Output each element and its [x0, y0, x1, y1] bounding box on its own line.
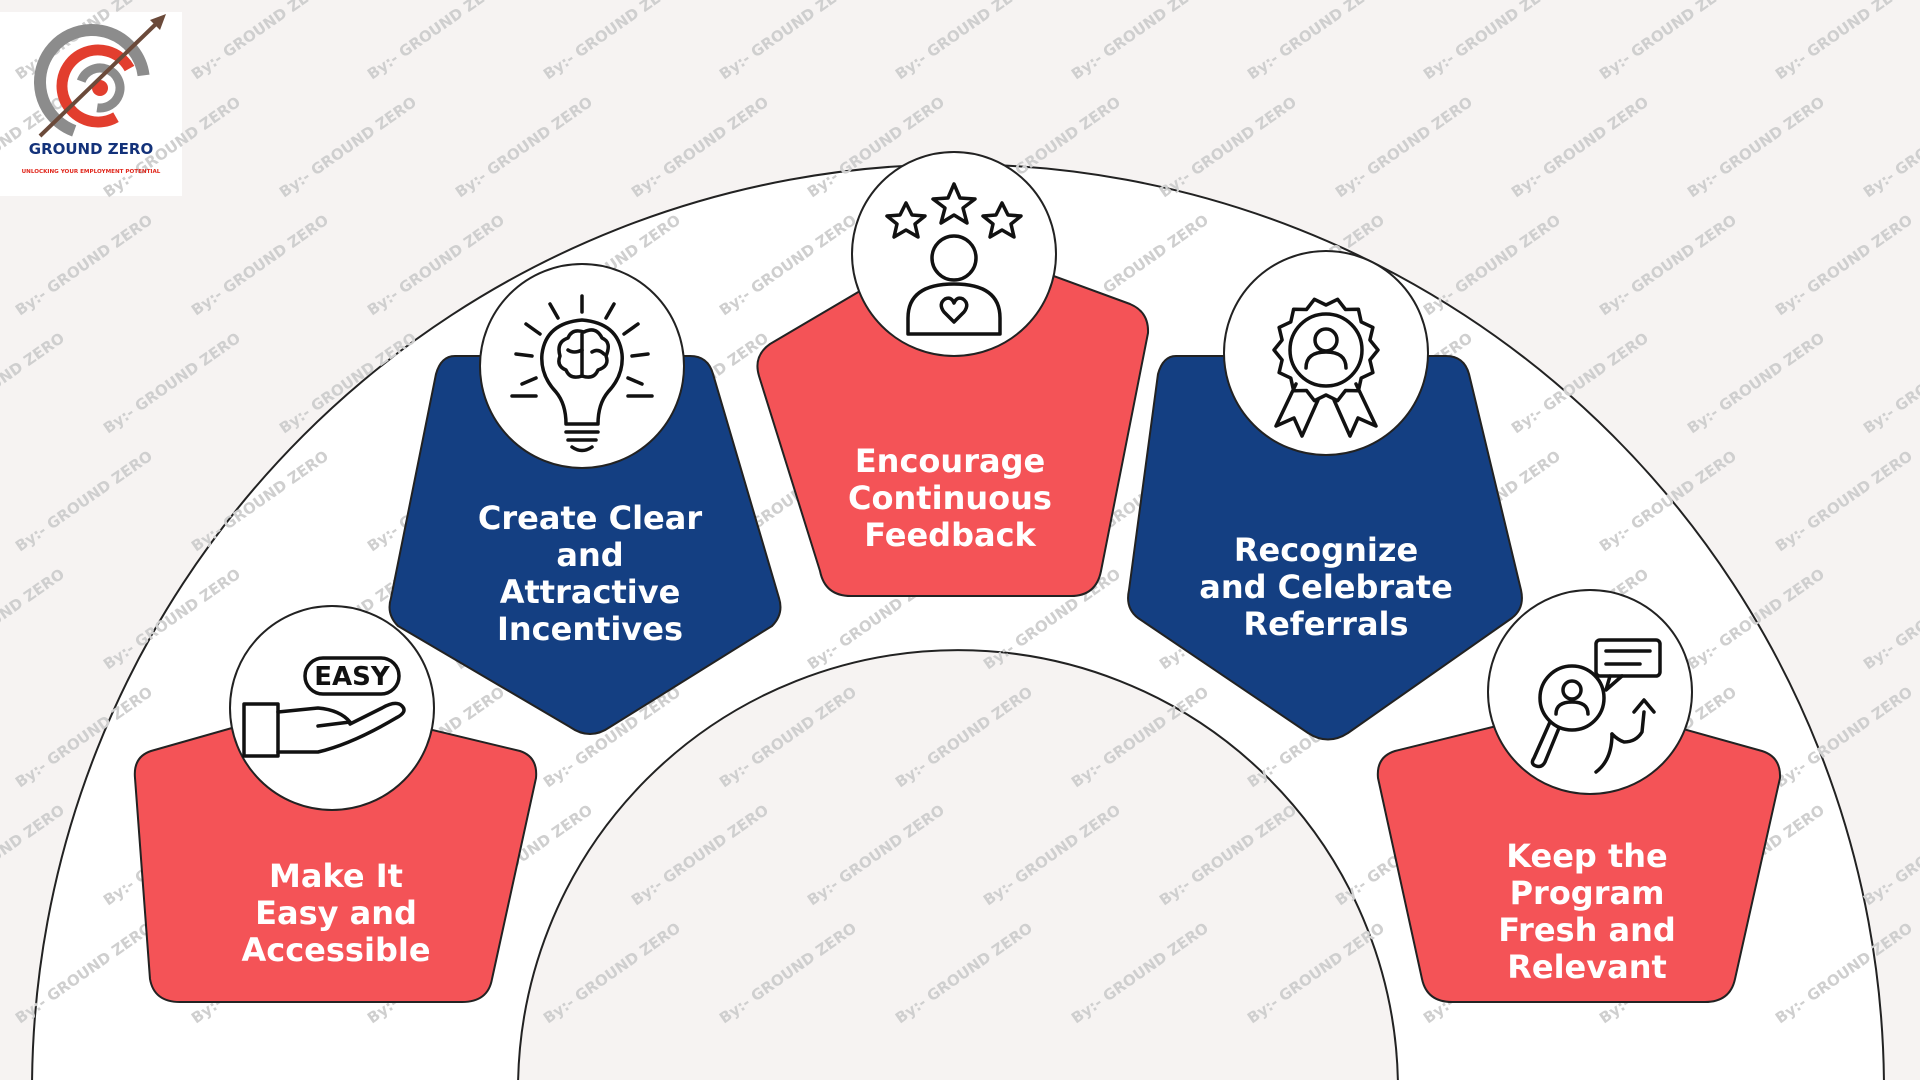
step-shape-5 — [1376, 702, 1782, 1003]
watermark-text: By:- GROUND ZERO — [100, 329, 244, 437]
watermark-text: By:- GROUND ZERO — [452, 93, 596, 201]
svg-text:EASY: EASY — [314, 662, 391, 692]
watermark-text: By:- GROUND ZERO — [1860, 93, 1920, 201]
step-shape-1 — [133, 702, 538, 1003]
watermark-text: By:- GROUND ZERO — [1244, 0, 1388, 83]
watermark-text: By:- GROUND ZERO — [0, 329, 68, 437]
watermark-text: By:- GROUND ZERO — [1508, 93, 1652, 201]
watermark-text: By:- GROUND ZERO — [716, 0, 860, 83]
watermark-text: By:- GROUND ZERO — [1772, 447, 1916, 555]
watermark-text: By:- GROUND ZERO — [1772, 0, 1916, 83]
idea-bulb-icon — [510, 294, 654, 453]
step-label-3: Encourage Continuous Feedback — [848, 442, 1052, 554]
watermark-text: By:- GROUND ZERO — [1244, 919, 1388, 1027]
watermark-text: By:- GROUND ZERO — [1596, 211, 1740, 319]
step-shape-3 — [756, 237, 1150, 597]
step-shape-2 — [388, 355, 782, 735]
watermark-text: By:- GROUND ZERO — [1420, 211, 1564, 319]
watermark-text: By:- GROUND ZERO — [1596, 0, 1740, 83]
watermark-text: By:- GROUND ZERO — [892, 683, 1036, 791]
watermark-text: By:- GROUND ZERO — [1332, 93, 1476, 201]
watermark-text: By:- GROUND ZERO — [628, 801, 772, 909]
watermark-text: By:- GROUND ZERO — [1068, 0, 1212, 83]
icon-circle-5 — [1487, 589, 1693, 795]
award-badge-icon — [1272, 297, 1380, 438]
step-label-1: Make It Easy and Accessible — [241, 857, 431, 969]
watermark-text: By:- GROUND ZERO — [540, 919, 684, 1027]
logo-title: GROUND ZERO — [28, 140, 154, 158]
watermark-text: By:- GROUND ZERO — [1068, 683, 1212, 791]
watermark-text: By:- GROUND ZERO — [1772, 211, 1916, 319]
watermark-text: By:- GROUND ZERO — [804, 801, 948, 909]
watermark-text: By:- GROUND ZERO — [540, 0, 684, 83]
step-label-2: Create Clear and Attractive Incentives — [477, 499, 703, 648]
watermark-text: By:- GROUND ZERO — [1860, 329, 1920, 437]
search-refresh-icon — [1530, 638, 1662, 774]
step-label-4: Recognize and Celebrate Referrals — [1199, 531, 1453, 643]
watermark-text: By:- GROUND ZERO — [0, 565, 68, 673]
watermark-text: By:- GROUND ZERO — [188, 211, 332, 319]
watermark-text: By:- GROUND ZERO — [1860, 565, 1920, 673]
watermark-text: By:- GROUND ZERO — [892, 919, 1036, 1027]
watermark-text: By:- GROUND ZERO — [1156, 801, 1300, 909]
watermark-text: By:- GROUND ZERO — [892, 0, 1036, 83]
watermark-text: By:- GROUND ZERO — [716, 919, 860, 1027]
watermark-text: By:- GROUND ZERO — [276, 93, 420, 201]
watermark-text: By:- GROUND ZERO — [1420, 0, 1564, 83]
logo-tagline: UNLOCKING YOUR EMPLOYMENT POTENTIAL — [21, 169, 161, 175]
watermark-text: By:- GROUND ZERO — [980, 801, 1124, 909]
watermark-text: By:- GROUND ZERO — [12, 447, 156, 555]
watermark-text: By:- GROUND ZERO — [364, 0, 508, 83]
step-label-5: Keep the Program Fresh and Relevant — [1498, 837, 1676, 986]
watermark-text: By:- GROUND ZERO — [1860, 801, 1920, 909]
easy-hand-icon: EASY — [242, 656, 406, 758]
ground-zero-logo — [34, 14, 166, 140]
step-shape-4 — [1127, 355, 1523, 741]
watermark-text: By:- GROUND ZERO — [628, 93, 772, 201]
icon-circle-3 — [851, 151, 1057, 357]
watermark-text: By:- GROUND ZERO — [1684, 329, 1828, 437]
feedback-stars-icon — [885, 182, 1023, 336]
watermark-text: By:- GROUND ZERO — [1068, 919, 1212, 1027]
watermark-text: By:- GROUND ZERO — [12, 211, 156, 319]
watermark-text: By:- GROUND ZERO — [188, 0, 332, 83]
watermark-text: By:- GROUND ZERO — [1684, 93, 1828, 201]
watermark-text: By:- GROUND ZERO — [1156, 93, 1300, 201]
